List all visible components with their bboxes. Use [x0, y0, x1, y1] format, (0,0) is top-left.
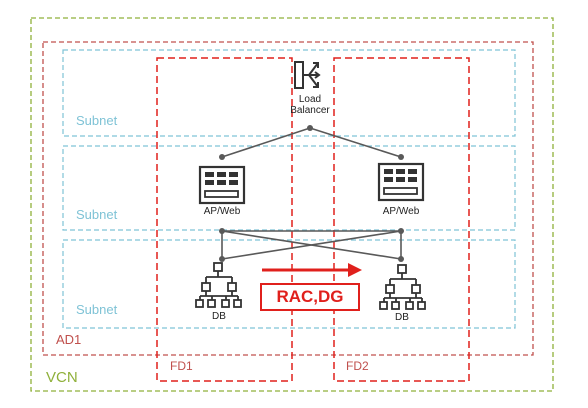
arrow-right-icon — [262, 263, 362, 277]
vcn-label: VCN — [46, 369, 78, 386]
subnet-box-2 — [62, 145, 516, 231]
app-web-label-1: AP/Web — [203, 206, 241, 217]
connectors — [221, 127, 402, 260]
subnet-label-2: Subnet — [76, 207, 118, 222]
fault-domain-label-2: FD2 — [346, 359, 369, 373]
web-server-icon — [198, 165, 246, 205]
fault-domain-box-2 — [333, 57, 470, 382]
replication-label: RAC,DG — [260, 283, 360, 311]
db-label-2: DB — [395, 312, 409, 323]
app-web-label-2: AP/Web — [382, 206, 420, 217]
subnet-box-1 — [62, 49, 516, 137]
ad-boundary — [42, 41, 534, 356]
ad-label: AD1 — [56, 332, 82, 347]
db-label-1: DB — [212, 311, 226, 322]
subnet-label-3: Subnet — [76, 302, 118, 317]
web-server-icon — [377, 162, 425, 202]
database-network-icon — [379, 264, 426, 310]
fault-domain-label-1: FD1 — [170, 359, 193, 373]
load-balancer-label-line1: Load — [298, 94, 322, 105]
vcn-boundary — [30, 17, 554, 392]
database-network-icon — [195, 262, 242, 308]
load-balancer-label: Load Balancer — [280, 94, 340, 116]
load-balancer-icon — [294, 61, 321, 89]
subnet-box-3 — [62, 239, 516, 329]
fault-domain-box-1 — [156, 57, 293, 382]
connector-dots — [219, 125, 404, 262]
subnet-label-1: Subnet — [76, 113, 118, 128]
load-balancer-label-line2: Balancer — [290, 105, 330, 116]
